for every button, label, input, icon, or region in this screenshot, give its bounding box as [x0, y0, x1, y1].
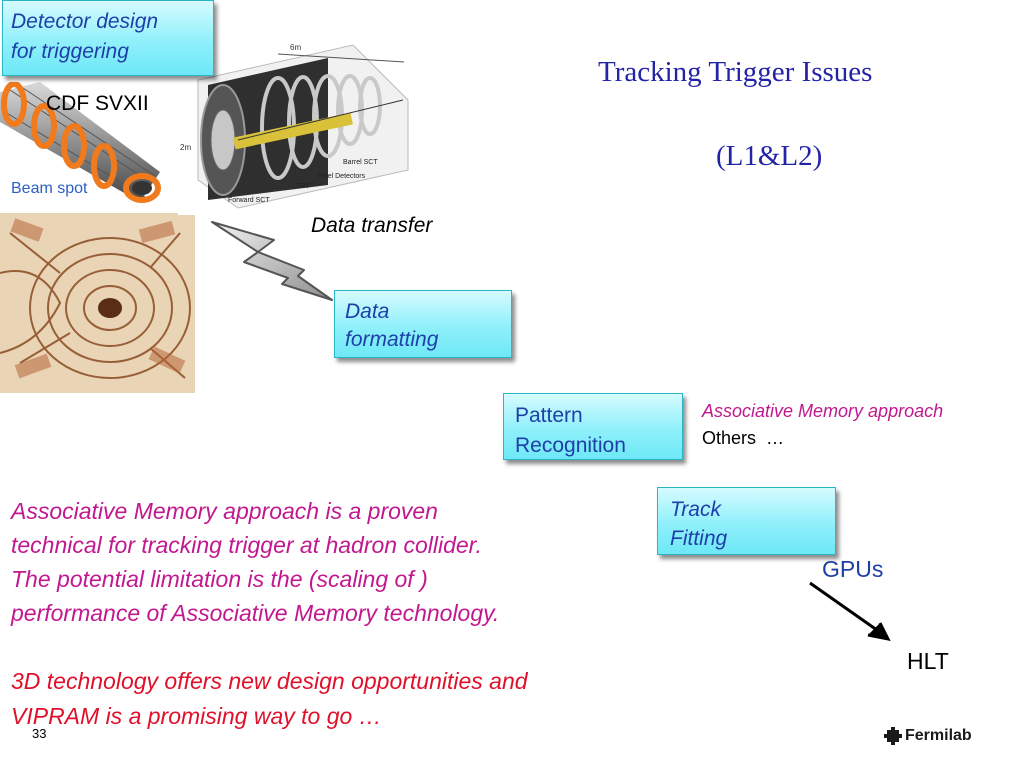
- slide-title: Tracking Trigger Issues: [598, 56, 873, 88]
- detector-design-label: Detector design for triggering: [11, 10, 159, 63]
- gpus-label: GPUs: [822, 556, 884, 582]
- size-2m-label: 2m: [180, 143, 191, 152]
- pattern-recognition-label: Pattern Recognition: [515, 404, 626, 457]
- pixel-detectors-label: Pixel Detectors: [318, 173, 366, 180]
- fermilab-logo-icon: [884, 727, 902, 745]
- cdf-svxii-label: CDF SVXII: [46, 92, 149, 115]
- body-paragraph-2: 3D technology offers new design opportun…: [11, 668, 528, 729]
- slide-subtitle: (L1&L2): [716, 140, 823, 172]
- diagonal-arrow-icon: [809, 581, 891, 642]
- atlas-inner-detector-image: 6m 2m Barrel SCT Pixel Detectors TRT For…: [178, 40, 413, 215]
- size-6m-label: 6m: [290, 43, 301, 52]
- body-paragraph-1: Associative Memory approach is a proven …: [11, 498, 500, 626]
- sketch-drawing-image: [0, 213, 195, 393]
- lightning-arrow-icon: [211, 221, 333, 301]
- data-transfer-label: Data transfer: [311, 214, 433, 237]
- beam-spot-label: Beam spot: [11, 180, 88, 197]
- data-formatting-box: Data formatting: [334, 290, 512, 358]
- trt-label: TRT: [296, 183, 310, 190]
- pattern-recognition-box: Pattern Recognition: [503, 393, 683, 460]
- am-approach-note: Associative Memory approach: [702, 401, 944, 421]
- track-fitting-box: Track Fitting: [657, 487, 836, 555]
- cdf-svxii-image: [0, 82, 161, 203]
- fermilab-logo: Fermilab: [884, 727, 972, 745]
- hlt-label: HLT: [907, 648, 949, 674]
- forward-sct-label: Forward SCT: [228, 197, 270, 204]
- track-fitting-label: Track Fitting: [670, 498, 728, 550]
- data-formatting-label: Data formatting: [345, 300, 439, 351]
- fermilab-logo-text: Fermilab: [905, 727, 972, 744]
- barrel-sct-label: Barrel SCT: [343, 159, 378, 166]
- page-number: 33: [32, 726, 47, 741]
- detector-design-box: Detector design for triggering: [2, 0, 214, 76]
- others-note: Others …: [702, 428, 785, 448]
